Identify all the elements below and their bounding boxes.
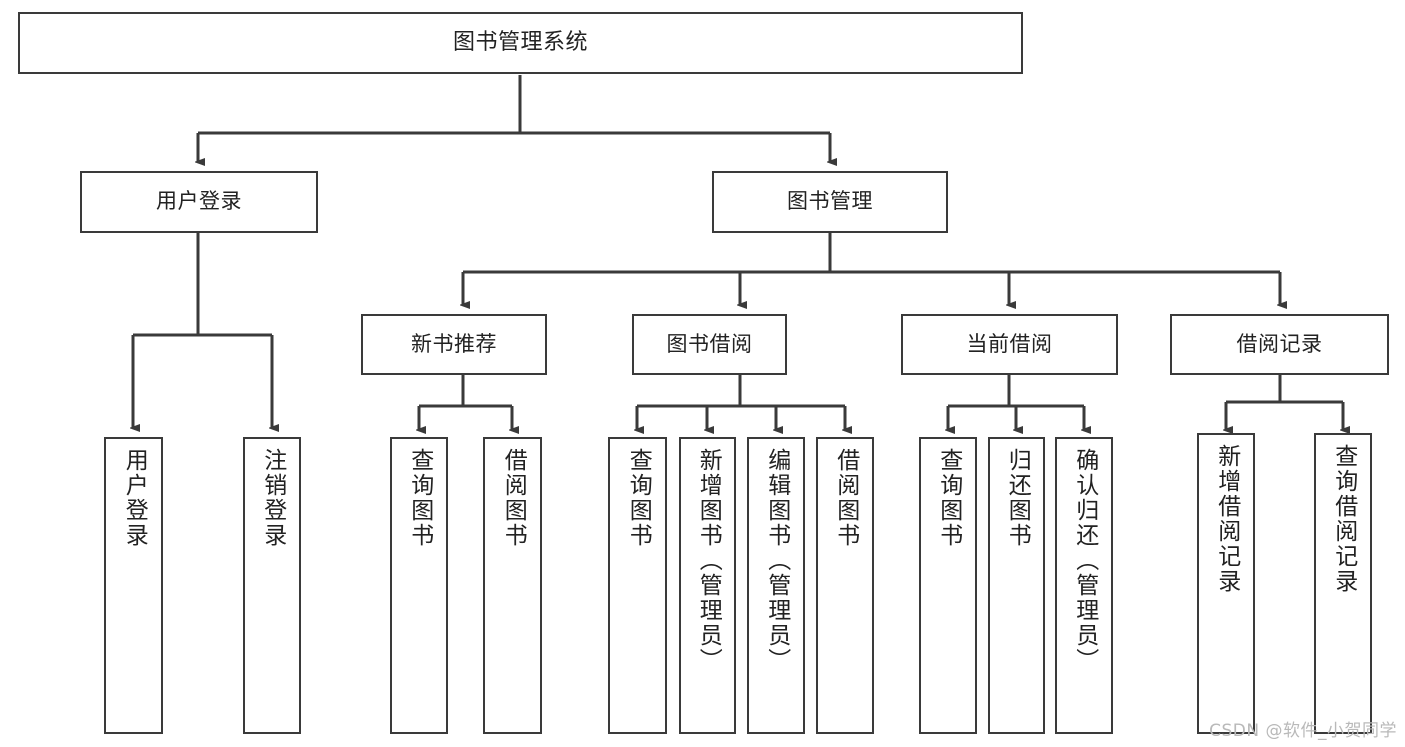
leaf-borrow-edit-book-label: 编辑图书（管理员）	[763, 448, 790, 673]
leaf-current-query-book-label: 查询图书	[935, 448, 962, 548]
node-book-borrow[interactable]: 图书借阅	[632, 314, 787, 375]
leaf-user-logout[interactable]: 注销登录	[243, 437, 301, 734]
node-book-management-label: 图书管理	[787, 189, 873, 214]
leaf-new-book-borrow-label: 借阅图书	[500, 448, 527, 548]
leaf-record-query-label: 查询借阅记录	[1330, 444, 1357, 594]
leaf-borrow-add-book-label: 新增图书（管理员）	[695, 448, 722, 673]
leaf-current-query-book[interactable]: 查询图书	[919, 437, 977, 734]
leaf-user-login-label: 用户登录	[121, 448, 148, 548]
leaf-new-book-borrow[interactable]: 借阅图书	[483, 437, 542, 734]
leaf-borrow-edit-book[interactable]: 编辑图书（管理员）	[747, 437, 805, 734]
leaf-borrow-query-book-label: 查询图书	[625, 448, 652, 548]
leaf-user-logout-label: 注销登录	[259, 448, 286, 548]
node-root-label: 图书管理系统	[452, 29, 588, 55]
node-current-borrow[interactable]: 当前借阅	[901, 314, 1118, 375]
leaf-record-query[interactable]: 查询借阅记录	[1314, 433, 1372, 734]
leaf-current-confirm-return-label: 确认归还（管理员）	[1071, 448, 1098, 673]
node-user-login-label: 用户登录	[156, 189, 242, 214]
leaf-borrow-borrow-book-label: 借阅图书	[832, 448, 859, 548]
node-new-book-recommend-label: 新书推荐	[411, 331, 497, 356]
node-book-borrow-label: 图书借阅	[666, 331, 753, 356]
node-current-borrow-label: 当前借阅	[966, 331, 1053, 356]
node-borrow-record-label: 借阅记录	[1236, 331, 1323, 356]
node-root[interactable]: 图书管理系统	[18, 12, 1023, 74]
leaf-borrow-add-book[interactable]: 新增图书（管理员）	[679, 437, 736, 734]
leaf-borrow-borrow-book[interactable]: 借阅图书	[816, 437, 874, 734]
node-borrow-record[interactable]: 借阅记录	[1170, 314, 1389, 375]
leaf-user-login[interactable]: 用户登录	[104, 437, 163, 734]
leaf-current-return-book[interactable]: 归还图书	[988, 437, 1045, 734]
leaf-new-book-query[interactable]: 查询图书	[390, 437, 448, 734]
leaf-current-return-book-label: 归还图书	[1004, 448, 1031, 548]
leaf-current-confirm-return[interactable]: 确认归还（管理员）	[1055, 437, 1113, 734]
node-book-management[interactable]: 图书管理	[712, 171, 948, 233]
leaf-new-book-query-label: 查询图书	[406, 448, 433, 548]
leaf-record-add-label: 新增借阅记录	[1213, 444, 1240, 594]
leaf-borrow-query-book[interactable]: 查询图书	[608, 437, 667, 734]
node-user-login[interactable]: 用户登录	[80, 171, 318, 233]
csdn-watermark: CSDN @软件_小贺同学	[1209, 721, 1397, 741]
node-new-book-recommend[interactable]: 新书推荐	[361, 314, 547, 375]
leaf-record-add[interactable]: 新增借阅记录	[1197, 433, 1255, 734]
